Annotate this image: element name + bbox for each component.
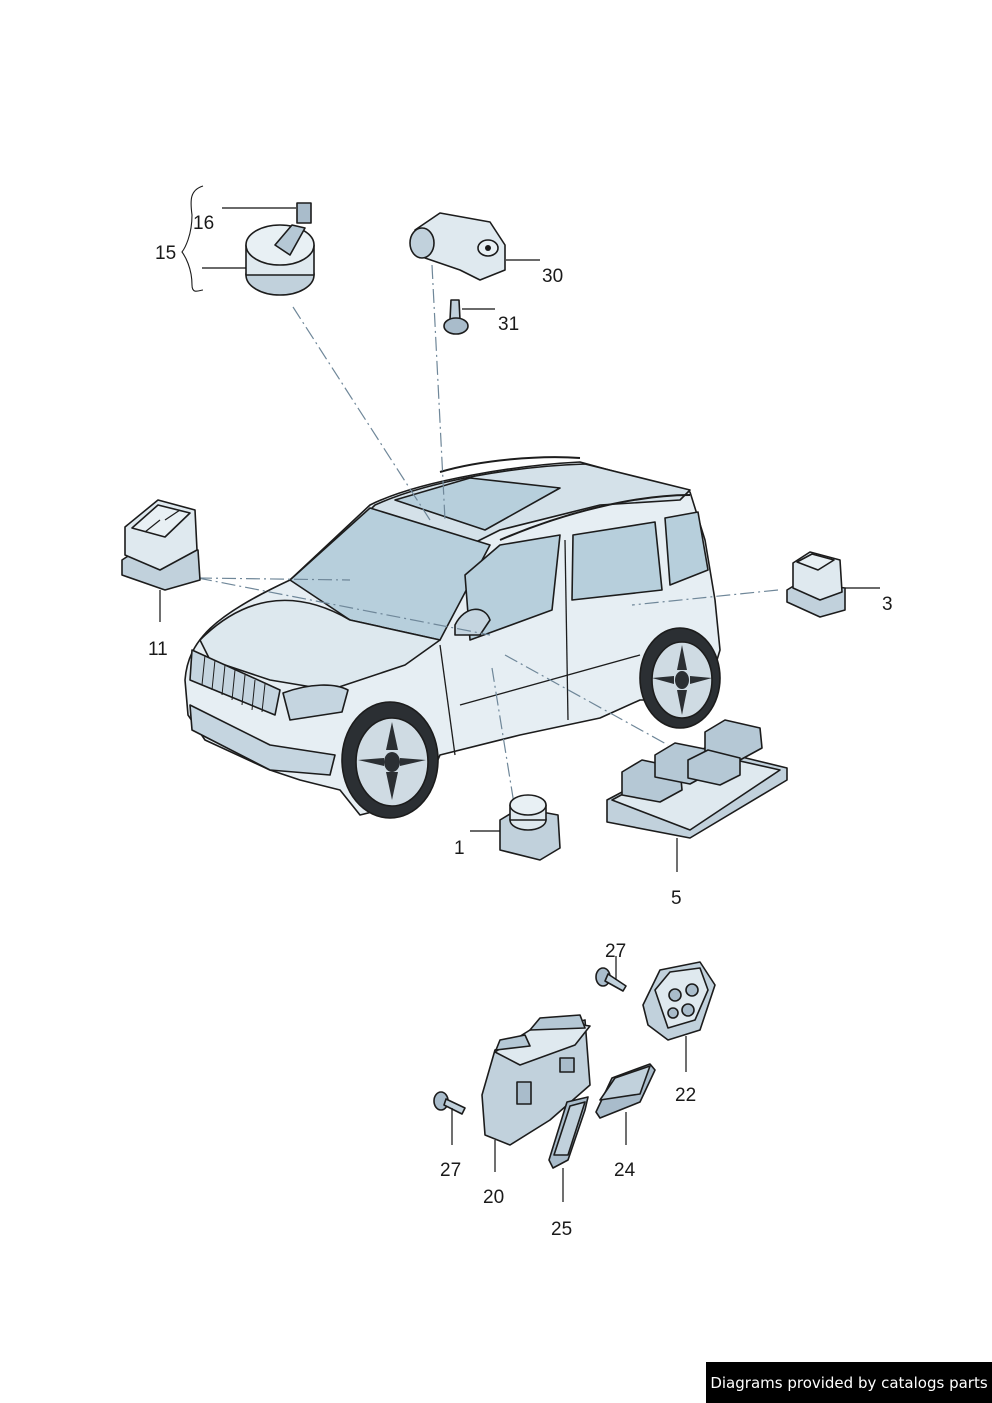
callout-5: 5 — [671, 888, 682, 909]
part-20-control-unit — [481, 1014, 591, 1172]
callout-20: 20 — [483, 1187, 504, 1208]
callout-30: 30 — [542, 266, 563, 287]
part-30-servo-motor — [409, 212, 540, 281]
part-27-screw-upper — [595, 956, 627, 992]
attribution-text: Diagrams provided by catalogs parts — [710, 1373, 988, 1392]
callout-25: 25 — [551, 1219, 572, 1240]
part-27-screw-lower — [433, 1091, 466, 1145]
attribution-banner: Diagrams provided by catalogs parts — [706, 1362, 992, 1403]
part-3-window-switch — [786, 551, 880, 618]
callout-15: 15 — [155, 243, 176, 264]
callout-27-lower: 27 — [440, 1160, 461, 1181]
callout-27-upper: 27 — [605, 941, 626, 962]
callout-labels: 16 15 30 31 3 11 1 5 27 22 27 24 20 25 — [148, 213, 893, 1240]
part-22-seat-switch — [642, 961, 716, 1072]
car-illustration — [184, 456, 721, 819]
part-5-master-switch — [606, 719, 788, 872]
location-leaders — [197, 264, 779, 811]
part-31-screw — [443, 299, 495, 335]
callout-11: 11 — [148, 639, 168, 660]
part-1-knob-switch — [470, 794, 561, 861]
part-11-window-switch — [121, 499, 201, 622]
callout-1: 1 — [454, 838, 465, 859]
callout-3: 3 — [882, 594, 893, 615]
callout-24: 24 — [614, 1160, 636, 1181]
callout-22: 22 — [675, 1085, 696, 1106]
part-15-rotary-switch — [181, 185, 315, 296]
part-25-trim-cap — [548, 1096, 589, 1202]
callout-31: 31 — [498, 314, 519, 335]
part-24-trim-cap — [595, 1063, 656, 1145]
callout-16: 16 — [193, 213, 214, 234]
